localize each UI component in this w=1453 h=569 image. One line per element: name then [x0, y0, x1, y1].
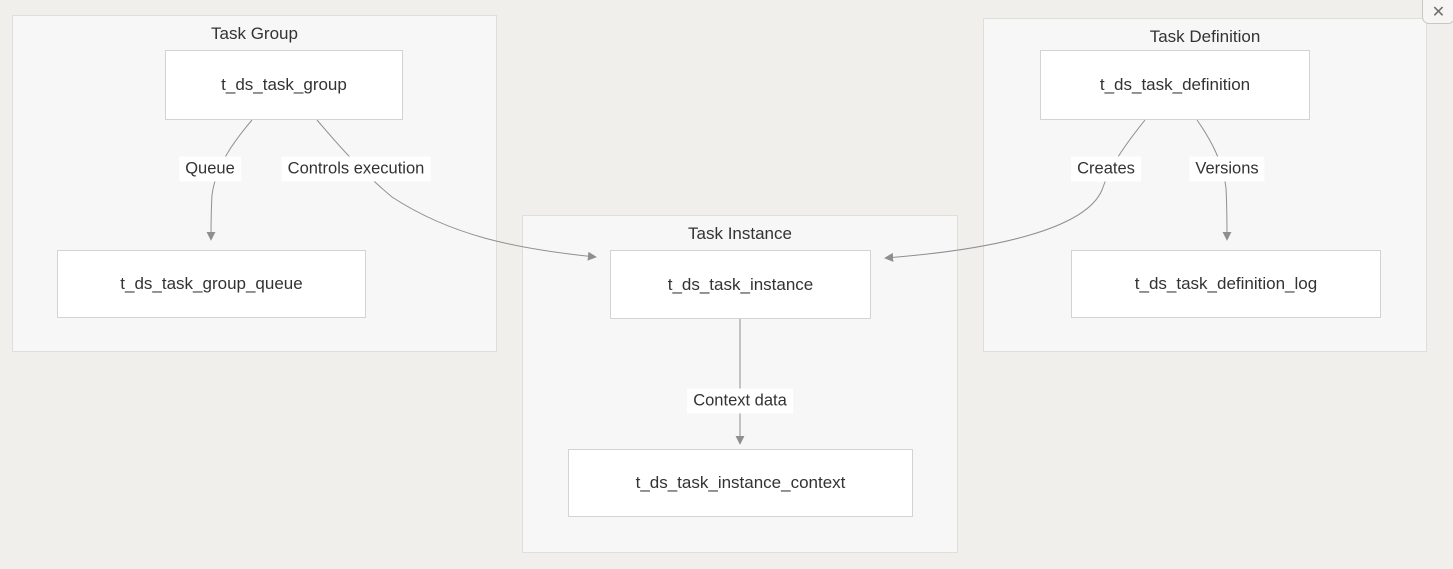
- cluster-task-group-title: Task Group: [211, 24, 298, 43]
- close-icon: ✕: [1431, 4, 1446, 21]
- close-button[interactable]: ✕: [1422, 0, 1453, 24]
- node-t-ds-task-instance-context: t_ds_task_instance_context: [568, 449, 913, 517]
- cluster-task-definition-title: Task Definition: [1149, 27, 1261, 46]
- edge-label-queue: Queue: [179, 156, 241, 182]
- edge-label-context-data: Context data: [687, 388, 793, 414]
- edge-label-versions: Versions: [1189, 156, 1265, 182]
- node-t-ds-task-definition: t_ds_task_definition: [1040, 50, 1310, 120]
- node-t-ds-task-group-queue: t_ds_task_group_queue: [57, 250, 366, 318]
- edge-label-controls-execution: Controls execution: [281, 156, 431, 182]
- node-t-ds-task-definition-log: t_ds_task_definition_log: [1071, 250, 1381, 318]
- node-t-ds-task-group: t_ds_task_group: [165, 50, 403, 120]
- cluster-task-instance-title: Task Instance: [688, 224, 792, 243]
- edge-label-creates: Creates: [1071, 156, 1141, 182]
- node-t-ds-task-instance: t_ds_task_instance: [610, 250, 871, 319]
